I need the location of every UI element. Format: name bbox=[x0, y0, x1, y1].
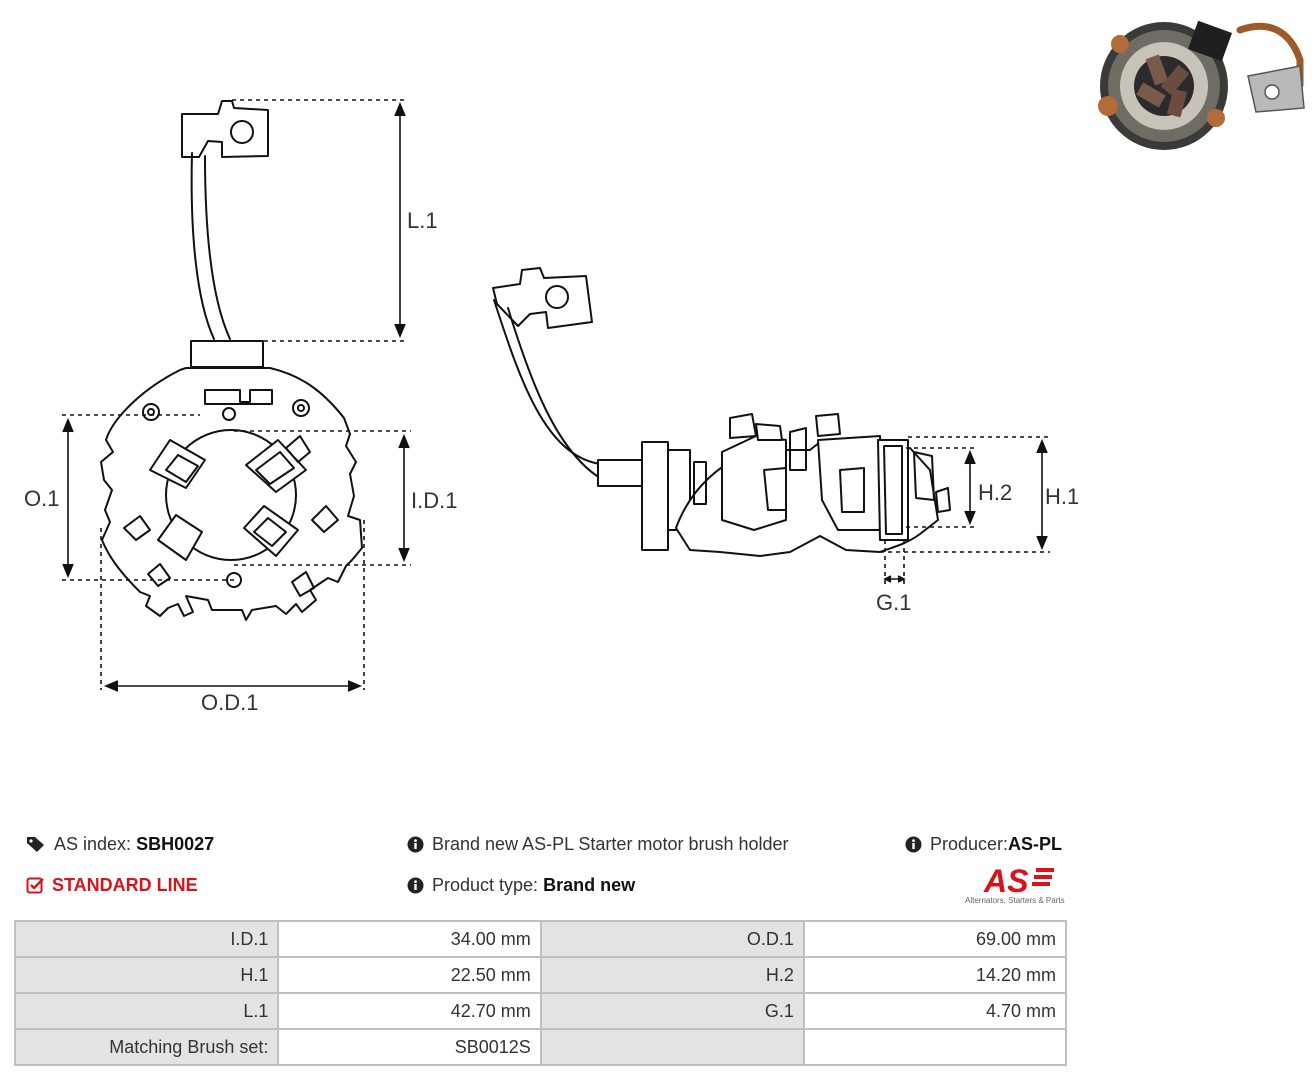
as-index-label: AS index: bbox=[54, 834, 132, 854]
label-g1: G.1 bbox=[876, 590, 911, 615]
spec-label: O.D.1 bbox=[539, 920, 805, 958]
as-logo: AS bbox=[983, 863, 1054, 899]
logo-mark: AS bbox=[983, 863, 1029, 899]
description-text: Brand new AS-PL Starter motor brush hold… bbox=[432, 834, 789, 854]
producer-value: AS-PL bbox=[1008, 834, 1063, 854]
spec-label: L.1 bbox=[13, 992, 280, 1030]
dimension-id1 bbox=[234, 430, 411, 566]
spec-label: H.1 bbox=[13, 956, 280, 994]
specs-table: I.D.1 34.00 mm O.D.1 69.00 mm H.1 22.50 … bbox=[13, 920, 1068, 1066]
spec-value: 14.20 mm bbox=[802, 956, 1068, 994]
technical-drawing: L.1 O.1 I.D.1 O.D.1 H.2 H.1 G.1 bbox=[24, 20, 1305, 715]
brush-set-label: Matching Brush set: bbox=[13, 1028, 280, 1066]
brush-plate-left bbox=[100, 340, 363, 621]
dimension-od1 bbox=[100, 520, 365, 692]
terminal-tab-right bbox=[492, 267, 593, 329]
description: Brand new AS-PL Starter motor brush hold… bbox=[407, 834, 789, 855]
dimension-h2 bbox=[906, 447, 978, 528]
spec-value: 42.70 mm bbox=[277, 992, 542, 1030]
product-type-value: Brand new bbox=[543, 875, 636, 895]
product-photo bbox=[1098, 20, 1305, 150]
dimension-l1 bbox=[232, 99, 408, 342]
dimension-h1 bbox=[880, 436, 1050, 553]
standard-line: STANDARD LINE bbox=[26, 875, 198, 896]
dimension-o1 bbox=[62, 414, 236, 581]
product-type: Product type: Brand new bbox=[407, 875, 635, 896]
table-row: I.D.1 34.00 mm O.D.1 69.00 mm bbox=[13, 920, 1068, 958]
empty-cell bbox=[539, 1028, 805, 1066]
label-od1: O.D.1 bbox=[201, 690, 258, 715]
logo-tagline: Alternators, Starters & Parts bbox=[965, 896, 1065, 905]
terminal-tab-left bbox=[181, 100, 269, 158]
lead-wire-right bbox=[493, 299, 601, 479]
table-row: L.1 42.70 mm G.1 4.70 mm bbox=[13, 992, 1068, 1030]
brush-set-value[interactable]: SB0012S bbox=[277, 1028, 542, 1066]
as-index: AS index: SBH0027 bbox=[26, 834, 214, 855]
label-id1: I.D.1 bbox=[411, 488, 457, 513]
spec-value: 4.70 mm bbox=[802, 992, 1068, 1030]
standard-line-label: STANDARD LINE bbox=[52, 875, 198, 895]
as-index-value: SBH0027 bbox=[136, 834, 215, 854]
info-circle-icon bbox=[407, 877, 424, 894]
tags-icon bbox=[27, 837, 44, 852]
spec-value: 22.50 mm bbox=[277, 956, 542, 994]
spec-label: G.1 bbox=[539, 992, 805, 1030]
label-h2: H.2 bbox=[978, 480, 1012, 505]
check-square-icon bbox=[26, 877, 44, 894]
dimension-g1 bbox=[883, 540, 906, 584]
producer: Producer:AS-PL bbox=[905, 834, 1062, 855]
spec-value: 34.00 mm bbox=[277, 920, 542, 958]
spec-label: I.D.1 bbox=[13, 920, 280, 958]
label-h1: H.1 bbox=[1045, 484, 1079, 509]
empty-cell bbox=[802, 1028, 1068, 1066]
label-l1: L.1 bbox=[407, 208, 438, 233]
info-circle-icon bbox=[905, 836, 922, 853]
producer-label: Producer: bbox=[930, 834, 1009, 854]
product-type-label: Product type: bbox=[432, 875, 539, 895]
brush-plate-side bbox=[597, 413, 951, 557]
spec-label: H.2 bbox=[539, 956, 805, 994]
lead-wire-left bbox=[190, 152, 231, 340]
table-row: H.1 22.50 mm H.2 14.20 mm bbox=[13, 956, 1068, 994]
table-row: Matching Brush set: SB0012S bbox=[13, 1028, 1068, 1066]
label-o1: O.1 bbox=[24, 486, 59, 511]
info-circle-icon bbox=[407, 836, 424, 853]
spec-value: 69.00 mm bbox=[802, 920, 1068, 958]
